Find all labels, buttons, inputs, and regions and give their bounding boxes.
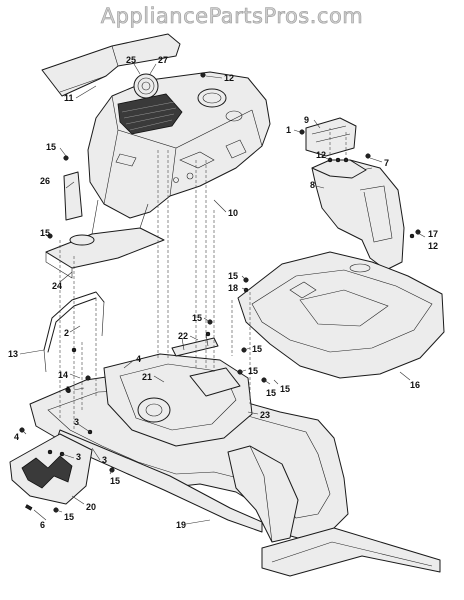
callout-15: 15	[248, 366, 258, 376]
callout-15: 15	[110, 476, 120, 486]
callout-4: 4	[14, 432, 19, 442]
callout-12: 12	[428, 241, 438, 251]
callout-2: 2	[64, 328, 69, 338]
part-fender-deck	[237, 251, 445, 379]
callout-1: 1	[286, 125, 291, 135]
callout-3: 3	[74, 417, 79, 427]
part-chassis-frame	[29, 371, 441, 577]
callout-23: 23	[260, 410, 270, 420]
callout-25: 25	[126, 55, 136, 65]
part-steering-console	[305, 117, 405, 271]
callout-3: 3	[102, 455, 107, 465]
callout-labels: 11 25 27 12 15 26 10 1 9 12 7 8 15 17 12…	[8, 55, 438, 530]
callout-15: 15	[192, 313, 202, 323]
callout-5: 5	[66, 385, 71, 395]
callout-20: 20	[86, 502, 96, 512]
callout-13: 13	[8, 349, 18, 359]
callout-24: 24	[52, 281, 62, 291]
part-skid-plate	[9, 433, 93, 505]
callout-14: 14	[58, 370, 68, 380]
callout-18: 18	[228, 283, 238, 293]
callout-19: 19	[176, 520, 186, 530]
callout-15: 15	[280, 384, 290, 394]
callout-27: 27	[158, 55, 168, 65]
callout-17: 17	[428, 229, 438, 239]
part-hood	[87, 71, 271, 219]
part-bracket-22	[171, 333, 219, 357]
callout-7: 7	[384, 158, 389, 168]
callout-15: 15	[266, 388, 276, 398]
callout-26: 26	[40, 176, 50, 186]
callout-9: 9	[304, 115, 309, 125]
callout-6: 6	[40, 520, 45, 530]
callout-10: 10	[228, 208, 238, 218]
part-cover-panel	[41, 33, 181, 97]
part-transmission-housing	[103, 353, 253, 447]
callout-8: 8	[310, 180, 315, 190]
callout-4: 4	[136, 354, 141, 364]
callout-15: 15	[252, 344, 262, 354]
callout-22: 22	[178, 331, 188, 341]
callout-3: 3	[76, 452, 81, 462]
callout-15: 15	[46, 142, 56, 152]
callout-21: 21	[142, 372, 152, 382]
part-left-brackets	[45, 171, 165, 279]
callout-leaders	[19, 63, 426, 525]
callout-12: 12	[224, 73, 234, 83]
part-bar-bracket	[43, 291, 105, 373]
callout-11: 11	[64, 93, 74, 103]
callout-12: 12	[316, 150, 326, 160]
callout-15: 15	[40, 228, 50, 238]
watermark-logo: AppliancePartsPros.com	[100, 4, 364, 29]
callout-15: 15	[228, 271, 238, 281]
callout-15: 15	[64, 512, 74, 522]
callout-16: 16	[410, 380, 420, 390]
